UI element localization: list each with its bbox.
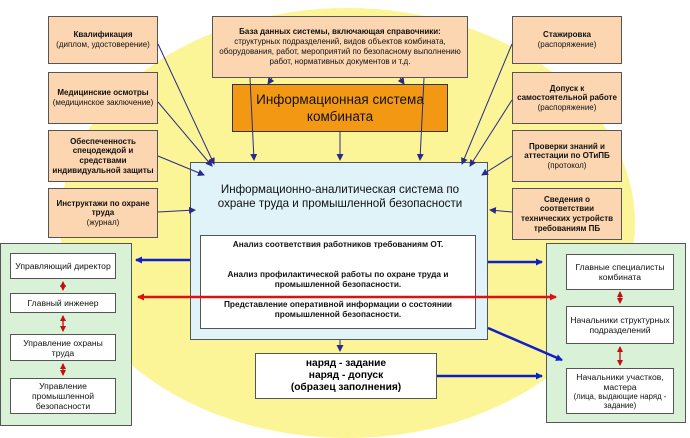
arrow-db-frame-right: [416, 77, 425, 161]
analysis-item-2: Анализ профилактической работы по охране…: [227, 269, 449, 290]
arrow-medical: [157, 101, 213, 167]
order-line-2: наряд - допуск: [308, 370, 384, 381]
database-box: База данных системы, включающая справочн…: [212, 16, 468, 78]
industrial-safety-dept-box: Управление промышленной безопасности: [10, 378, 116, 414]
knowledge-checks-box: Проверки знаний и аттестации по ОТиПБ(пр…: [512, 130, 622, 182]
section-heads-box: Начальники участков, мастера (лица, выда…: [566, 368, 674, 414]
work-admission-box: Допуск к самостоятельной работе(распоряж…: [512, 72, 622, 124]
arrow-db-left: [267, 77, 275, 85]
arrow-technical: [489, 207, 513, 215]
protective-equipment-box: Обеспеченность спецодеждой и средствами …: [48, 130, 158, 182]
order-line-3: (образец заполнения): [290, 382, 402, 393]
arrow-frame-section-heads: [487, 326, 563, 362]
analysis-item-3: Представление оперативной информации о с…: [223, 299, 453, 320]
arrow-db-right: [397, 77, 405, 85]
chief-engineer-box: Главный инженер: [10, 293, 116, 313]
arrow-internship: [461, 43, 513, 165]
qualification-box: Квалификация(диплом, удостоверение): [48, 16, 158, 64]
labor-protection-dept-box: Управление охраны труда: [10, 334, 116, 361]
arrow-admission: [469, 99, 513, 167]
order-line-1: наряд - задание: [305, 358, 387, 369]
arrow-briefings: [157, 206, 196, 214]
analysis-box: Анализ соответствия работников требовани…: [200, 235, 476, 329]
ia-system-title: Информационно-аналитическая система по о…: [217, 183, 463, 210]
managing-director-box: Управляющий директор: [10, 253, 116, 279]
arrow-equipment: [157, 155, 205, 176]
arrow-knowledge: [481, 155, 513, 176]
analysis-item-1: Анализ соответствия работников требовани…: [232, 239, 444, 249]
briefings-box: Инструктажи по охране труда(журнал): [48, 188, 158, 238]
technical-devices-box: Сведения о соответствии технических устр…: [512, 188, 622, 240]
internship-box: Стажировка(распоряжение): [512, 16, 622, 64]
unit-heads-box: Начальники структурных подразделений: [566, 306, 674, 344]
medical-checks-box: Медицинские осмотры(медицинское заключен…: [48, 72, 158, 124]
info-system-label: Информационная система комбината: [256, 92, 424, 124]
arrow-db-frame-left: [249, 77, 258, 161]
order-box: наряд - задание наряд - допуск (образец …: [255, 353, 437, 399]
chief-specialists-box: Главные специалисты комбината: [566, 254, 674, 290]
info-system-box: Информационная система комбината: [232, 84, 448, 132]
arrow-qualification: [157, 43, 215, 165]
